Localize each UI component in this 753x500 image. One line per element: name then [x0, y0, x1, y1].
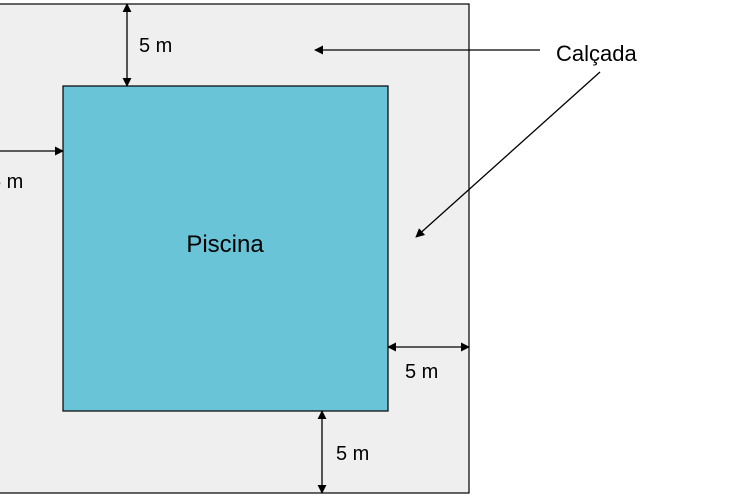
pool-area [62, 85, 389, 412]
dimension-label-right: 5 m [405, 361, 438, 383]
callout-arrow-diagonal [415, 71, 601, 238]
dimension-label-bottom: 5 m [336, 443, 369, 465]
pool-label: Piscina [186, 231, 264, 258]
sidewalk-label: Calçada [556, 41, 637, 66]
dimension-label-left: 5 m [0, 171, 23, 193]
dimension-label-top: 5 m [139, 35, 172, 57]
